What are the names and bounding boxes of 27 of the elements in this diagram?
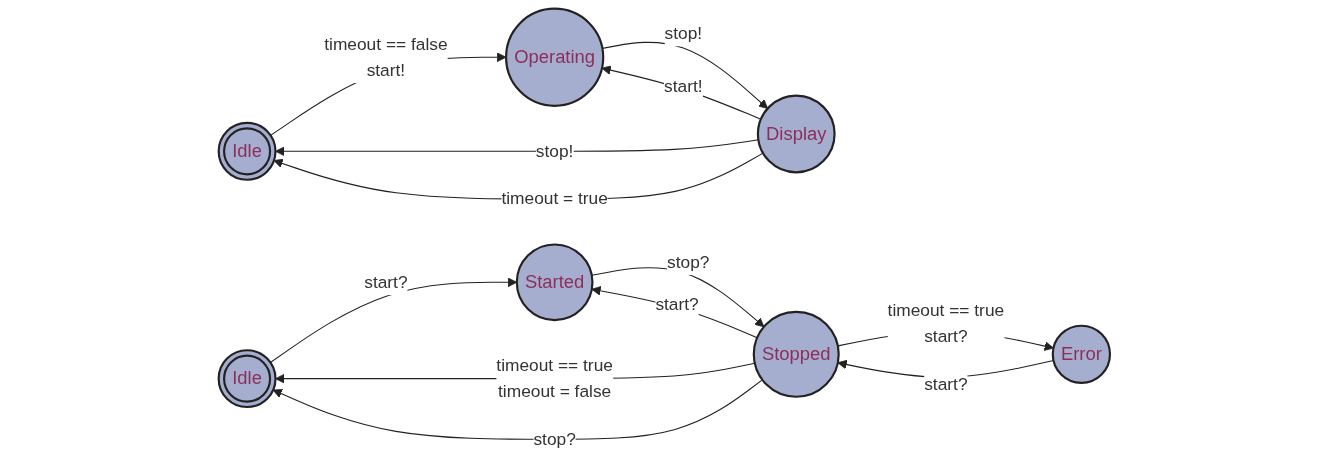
edge-label: stop! xyxy=(535,141,574,160)
edge-label: start? xyxy=(655,295,699,314)
arrow xyxy=(272,379,763,440)
edge-label: timeout == true xyxy=(496,355,613,375)
arrow xyxy=(601,41,768,109)
edge-label: timeout = false xyxy=(497,381,611,401)
node-circle: Started xyxy=(515,243,594,322)
edge-label: start? xyxy=(923,327,968,346)
node-circle: Stopped xyxy=(752,310,840,398)
node-circle: Idle xyxy=(217,121,277,181)
edge-label: start! xyxy=(366,60,405,79)
node-circle: Operating xyxy=(504,7,604,107)
edge-label: timeout = true xyxy=(501,189,608,208)
edge-label: timeout == true xyxy=(887,301,1004,320)
arrow xyxy=(591,286,758,339)
node-circle: Display xyxy=(756,94,836,174)
edge-label: stop! xyxy=(664,23,702,43)
node-circle: Idle xyxy=(217,349,277,409)
edge-label: stop? xyxy=(666,252,710,271)
edge-label: stop? xyxy=(533,429,576,448)
edge-label: timeout == false xyxy=(323,34,448,53)
edge-label: start? xyxy=(923,374,968,394)
edge-label: start? xyxy=(363,272,408,291)
arrow xyxy=(269,277,517,363)
node-circle: Error xyxy=(1051,324,1111,384)
edge-label: start! xyxy=(663,77,703,96)
arrow xyxy=(601,65,762,120)
